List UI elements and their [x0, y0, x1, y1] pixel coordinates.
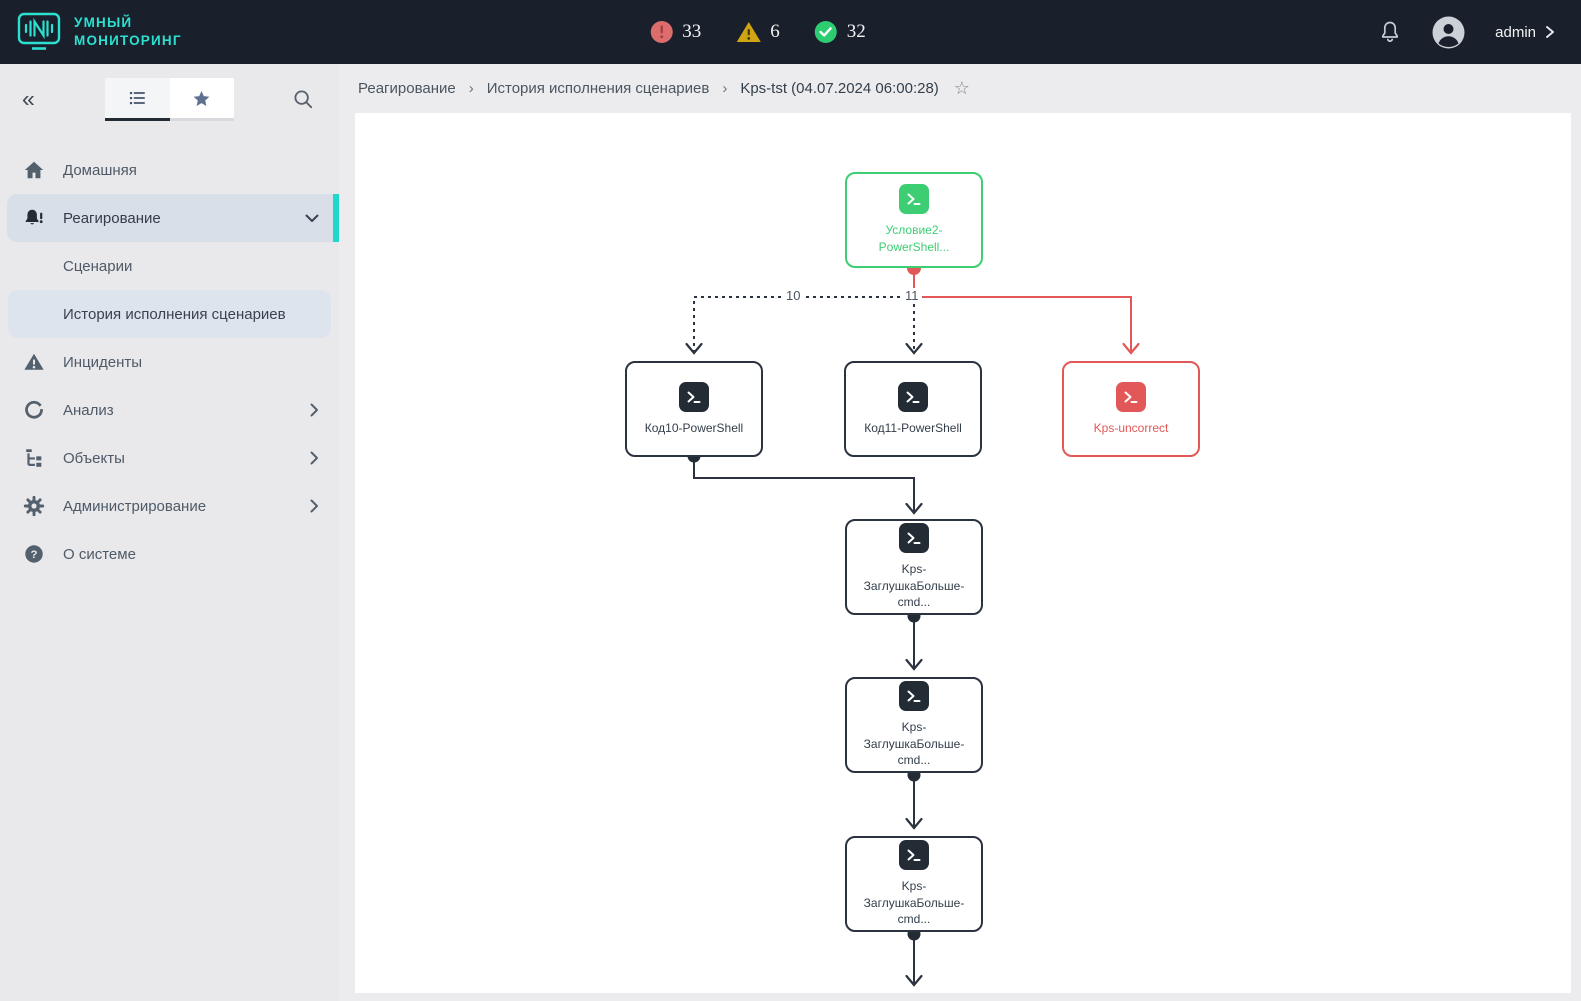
errors-count: 33 [682, 21, 702, 42]
sidebar-item-administration[interactable]: Администрирование [0, 482, 339, 530]
question-circle-icon: ? [22, 543, 46, 565]
sidebar-item-label: Объекты [63, 449, 125, 467]
sidebar-item-objects[interactable]: Объекты [0, 434, 339, 482]
search-icon[interactable] [292, 88, 314, 110]
node-label: Kps-uncorrect [1093, 420, 1169, 435]
powershell-icon [899, 184, 929, 215]
sidebar-item-reacting[interactable]: Реагирование [7, 194, 339, 242]
success-badge-icon [814, 20, 838, 44]
app-title: УМНЫЙ МОНИТОРИНГ [74, 15, 182, 48]
sidebar-toolbar: « [0, 64, 339, 134]
notifications-bell-icon[interactable] [1378, 19, 1402, 45]
edge-label-10: 10 [783, 288, 804, 303]
chevron-right-icon [1545, 25, 1555, 39]
breadcrumb-item[interactable]: История исполнения сценариев [486, 80, 710, 97]
powershell-icon [899, 680, 929, 711]
diagram-node-kod11[interactable]: Код11-PowerShell [844, 361, 982, 457]
warnings-counter[interactable]: 6 [735, 20, 780, 44]
scenario-diagram-canvas[interactable]: 10 11 Условие2-PowerShell... Код10-Power… [355, 113, 1571, 993]
sidebar: « [0, 64, 339, 1001]
success-counter[interactable]: 32 [814, 20, 866, 44]
user-menu[interactable]: admin [1495, 24, 1555, 41]
header-right: admin [1378, 0, 1581, 64]
warning-badge-icon [735, 20, 761, 44]
sidebar-item-scenarios[interactable]: Сценарии [0, 242, 339, 290]
diagram-edges [685, 261, 1140, 987]
powershell-icon [899, 522, 929, 553]
sidebar-item-label: Анализ [63, 401, 114, 419]
user-avatar[interactable] [1432, 16, 1465, 49]
tab-favorites[interactable] [169, 78, 234, 121]
edge-label-11: 11 [902, 288, 922, 303]
chevron-right-icon [310, 403, 319, 417]
monitor-logo-icon [16, 11, 62, 53]
warning-triangle-icon [22, 351, 46, 373]
sidebar-item-scenario-history[interactable]: История исполнения сценариев [8, 290, 331, 338]
diagram-node-stub-3[interactable]: Kps-ЗаглушкаБольше-cmd... [845, 836, 983, 932]
sidebar-item-analysis[interactable]: Анализ [0, 386, 339, 434]
node-label: Условие2-PowerShell... [878, 223, 950, 254]
node-label: Kps-ЗаглушкаБольше-cmd... [863, 878, 965, 927]
bell-alert-icon [22, 206, 46, 230]
node-label: Код10-PowerShell [644, 420, 744, 435]
sidebar-item-home[interactable]: Домашняя [0, 146, 339, 194]
breadcrumb-separator-icon: › [722, 80, 728, 97]
diagram-node-kps-uncorrect[interactable]: Kps-uncorrect [1062, 361, 1200, 457]
app-logo[interactable]: УМНЫЙ МОНИТОРИНГ [0, 11, 182, 53]
sidebar-item-label: Сценарии [63, 257, 133, 275]
sidebar-item-label: Реагирование [63, 209, 161, 227]
user-name: admin [1495, 23, 1536, 41]
main-content: Реагирование › История исполнения сценар… [339, 64, 1581, 1001]
diagram-node-stub-1[interactable]: Kps-ЗаглушкаБольше-cmd... [845, 519, 983, 615]
sidebar-item-label: История исполнения сценариев [63, 305, 286, 323]
diagram-node-kod10[interactable]: Код10-PowerShell [625, 361, 763, 457]
sidebar-collapse-button[interactable]: « [22, 85, 35, 112]
sidebar-item-label: Домашняя [63, 161, 137, 179]
sidebar-item-incidents[interactable]: Инциденты [0, 338, 339, 386]
sidebar-item-label: Инциденты [63, 353, 143, 371]
refresh-circle-icon [22, 399, 46, 421]
diagram-node-stub-2[interactable]: Kps-ЗаглушкаБольше-cmd... [845, 677, 983, 773]
gear-icon [22, 495, 46, 517]
list-icon [127, 88, 147, 108]
breadcrumb-item-current: Kps-tst (04.07.2024 06:00:28) [740, 80, 939, 97]
svg-text:?: ? [31, 549, 38, 561]
node-label: Код11-PowerShell [864, 420, 962, 435]
errors-counter[interactable]: 33 [649, 20, 701, 44]
powershell-icon [1116, 381, 1146, 412]
error-badge-icon [649, 20, 673, 44]
chevron-down-icon [305, 214, 319, 223]
sidebar-menu: Домашняя Реагирование Сценарии [0, 134, 339, 578]
app-header: УМНЫЙ МОНИТОРИНГ 33 6 [0, 0, 1581, 64]
breadcrumb-item[interactable]: Реагирование [358, 80, 456, 97]
warnings-count: 6 [770, 21, 780, 42]
tree-structure-icon [22, 447, 46, 469]
powershell-icon [679, 381, 709, 412]
breadcrumb: Реагирование › История исполнения сценар… [339, 64, 1581, 113]
favorite-star-icon[interactable]: ☆ [953, 78, 970, 98]
sidebar-item-label: О системе [63, 545, 136, 563]
star-icon [192, 89, 211, 108]
sidebar-tabs [105, 78, 234, 121]
tab-menu-list[interactable] [105, 78, 170, 121]
node-label: Kps-ЗаглушкаБольше-cmd... [863, 719, 965, 768]
diagram-node-condition2[interactable]: Условие2-PowerShell... [845, 172, 983, 268]
status-counters: 33 6 32 [649, 20, 866, 44]
sidebar-item-about[interactable]: ? О системе [0, 530, 339, 578]
powershell-icon [898, 381, 928, 412]
breadcrumb-separator-icon: › [468, 80, 474, 97]
sidebar-item-label: Администрирование [63, 497, 207, 515]
chevron-right-icon [310, 451, 319, 465]
node-label: Kps-ЗаглушкаБольше-cmd... [863, 561, 965, 610]
success-count: 32 [846, 21, 866, 42]
chevron-right-icon [310, 499, 319, 513]
home-icon [22, 159, 46, 181]
powershell-icon [899, 839, 929, 870]
